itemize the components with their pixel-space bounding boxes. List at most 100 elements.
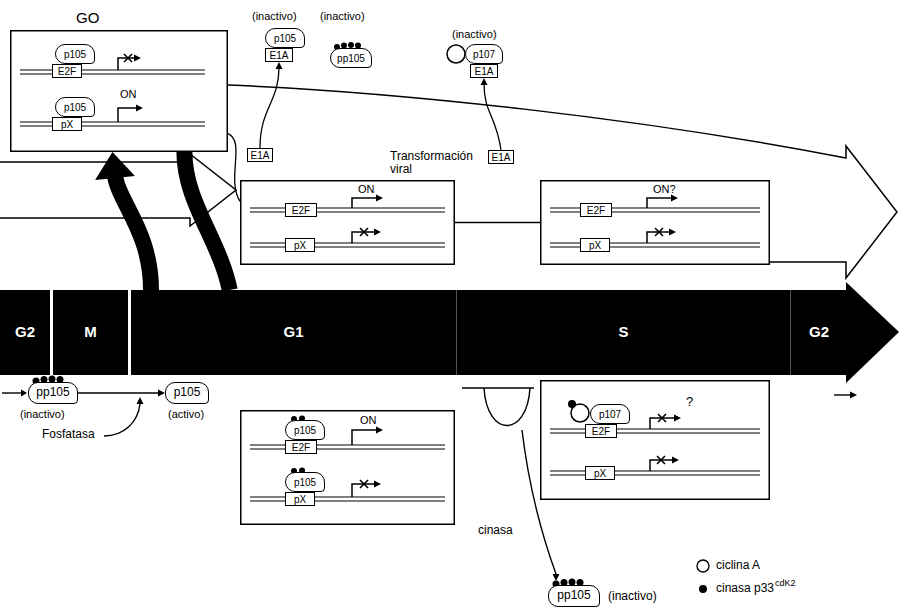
protein-label: pp105 — [337, 53, 365, 64]
gene-label: pX — [61, 119, 73, 130]
panel-label: GO — [76, 10, 99, 27]
kinase-arrow — [522, 430, 556, 574]
arrowhead — [134, 55, 141, 62]
panel-label: ON — [120, 88, 137, 100]
arrowhead — [850, 392, 857, 399]
off-marks — [124, 54, 666, 488]
arrowhead — [376, 195, 383, 202]
phase-label: S — [618, 324, 628, 341]
arrowhead — [669, 229, 676, 236]
protein-label: pp105 — [557, 589, 590, 602]
connector — [95, 152, 151, 290]
annotation: (inactivo) — [320, 10, 365, 23]
arrowhead — [137, 397, 144, 404]
protein: p105 — [285, 472, 325, 492]
annotation: Fosfatasa — [42, 428, 95, 442]
flow-arrow — [2, 392, 21, 393]
promoter-arrow — [650, 460, 672, 471]
protein-label: p105 — [294, 425, 316, 436]
dna — [250, 497, 445, 501]
arrowhead — [374, 229, 381, 236]
promoters — [118, 58, 674, 497]
connector — [481, 78, 502, 150]
annotation: cdK2 — [775, 578, 796, 588]
protein: pp105 — [28, 382, 78, 404]
gene-element: E1A — [247, 148, 273, 162]
connector-line — [484, 84, 501, 150]
protein: p105 — [55, 97, 95, 117]
arrowhead — [672, 457, 679, 464]
dna — [20, 122, 205, 126]
legend-text: cinasa p33 — [716, 582, 774, 596]
state-panel: ON?E2FpX — [540, 180, 770, 265]
off-mark — [658, 414, 666, 422]
gene-element: E2F — [285, 203, 317, 217]
connector-line — [260, 68, 279, 148]
off-mark — [124, 54, 132, 62]
leader-arrows — [2, 388, 850, 574]
protein: p105 — [165, 382, 209, 404]
cycle-phase: G2 — [0, 290, 50, 375]
kinase-line — [462, 387, 534, 388]
cycle-phase: G1 — [128, 290, 456, 375]
dna — [550, 471, 760, 475]
gene-element: E2F — [580, 203, 612, 217]
gene-element: E1A — [470, 64, 498, 78]
connector — [455, 222, 540, 223]
state-panel: ONp105E2Fp105pX — [240, 410, 455, 525]
dna — [250, 243, 445, 247]
phase-label: G2 — [809, 324, 829, 341]
gene-element: pX — [285, 238, 315, 252]
phosphatase-arrow — [104, 404, 140, 436]
gene-element: E2F — [585, 424, 617, 438]
phase-label: M — [84, 324, 97, 341]
phase-label: G1 — [283, 324, 303, 341]
protein-label: p107 — [473, 49, 495, 60]
arrowhead — [21, 390, 27, 397]
flow-arrow — [834, 394, 850, 395]
protein-label: p105 — [64, 102, 86, 113]
connector-line — [115, 173, 152, 290]
connector — [228, 134, 240, 202]
gene-element: E1A — [265, 48, 293, 62]
gene-element: E2F — [285, 440, 317, 454]
state-panel: ?p107E2FpX — [540, 380, 770, 500]
connector-head — [481, 78, 488, 85]
gene-label: E1A — [270, 50, 289, 61]
kinase-curve — [484, 388, 530, 426]
gene-element: E1A — [488, 150, 514, 164]
gene-label: pX — [294, 494, 306, 505]
phase-label: G2 — [15, 324, 35, 341]
gene-label: E2F — [592, 426, 610, 437]
state-panel: GOONp105E2Fp105pX — [10, 30, 228, 152]
dna — [250, 445, 445, 449]
promoter-arrow — [352, 430, 376, 445]
connector-line — [78, 392, 159, 393]
annotation: (activo) — [168, 408, 204, 421]
connector-line — [228, 134, 240, 202]
cyclin-circle — [447, 45, 465, 63]
promoter-heads — [134, 55, 681, 488]
panel-label: ? — [686, 395, 693, 409]
cycle-phase: M — [50, 290, 128, 375]
connector-line — [184, 152, 229, 290]
gene-label: E2F — [58, 66, 76, 77]
protein: pp105 — [330, 48, 372, 68]
connector — [184, 152, 229, 290]
state-panel: Transformación viralONE2FpX — [240, 180, 455, 265]
arrowhead — [374, 481, 381, 488]
off-mark — [655, 228, 663, 236]
dna — [250, 208, 445, 212]
connector — [78, 390, 165, 397]
gene-label: pX — [294, 240, 306, 251]
protein: pp105 — [548, 585, 600, 607]
gene-element: E2F — [52, 64, 82, 78]
promoter-arrow — [352, 198, 376, 208]
protein: p105 — [285, 420, 325, 440]
gene-element: pX — [285, 492, 315, 506]
annotation: (inactivo) — [452, 28, 497, 41]
arrowhead — [376, 427, 383, 434]
gene-label: E2F — [292, 205, 310, 216]
gene-label: E1A — [475, 66, 494, 77]
